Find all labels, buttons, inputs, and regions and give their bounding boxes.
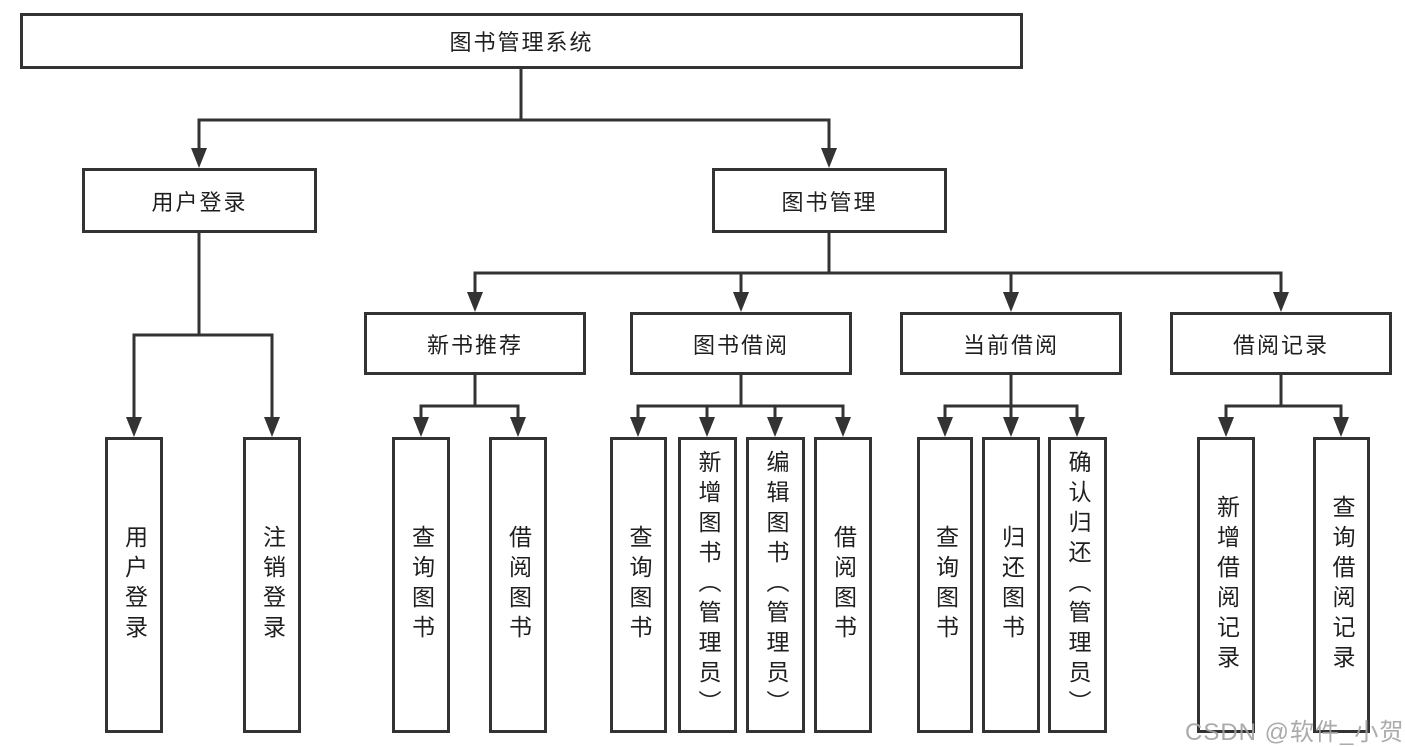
arrowhead-icon bbox=[264, 417, 280, 437]
leaf-confirm-return-admin: 确认归还（管理员） bbox=[1048, 437, 1107, 733]
leaf-query-books-borrow: 查询图书 bbox=[610, 437, 667, 733]
node-label: 图书管理系统 bbox=[449, 30, 594, 55]
leaf-label: 编辑图书（管理员） bbox=[763, 450, 789, 720]
arrowhead-icon bbox=[1069, 417, 1085, 437]
leaf-edit-book-admin: 编辑图书（管理员） bbox=[746, 437, 805, 733]
arrowhead-icon bbox=[1273, 292, 1289, 312]
node-book-management: 图书管理 bbox=[712, 168, 947, 233]
arrowhead-icon bbox=[1333, 417, 1349, 437]
leaf-borrow-books: 借阅图书 bbox=[814, 437, 872, 733]
arrowhead-icon bbox=[767, 417, 783, 437]
arrowhead-icon bbox=[191, 148, 207, 168]
leaf-label: 新增借阅记录 bbox=[1213, 495, 1240, 675]
leaf-logout: 注销登录 bbox=[243, 437, 301, 733]
arrowhead-icon bbox=[1003, 292, 1019, 312]
leaf-label: 查询图书 bbox=[408, 525, 435, 645]
leaf-label: 借阅图书 bbox=[830, 525, 857, 645]
leaf-label: 借阅图书 bbox=[505, 525, 532, 645]
leaf-borrow-books-recommend: 借阅图书 bbox=[489, 437, 547, 733]
arrowhead-icon bbox=[126, 417, 142, 437]
leaf-label: 注销登录 bbox=[259, 525, 286, 645]
leaf-label: 新增图书（管理员） bbox=[695, 450, 721, 720]
leaf-label: 确认归还（管理员） bbox=[1065, 450, 1091, 720]
arrowhead-icon bbox=[835, 417, 851, 437]
arrowhead-icon bbox=[1218, 417, 1234, 437]
node-current-borrowing: 当前借阅 bbox=[900, 312, 1122, 375]
leaf-add-book-admin: 新增图书（管理员） bbox=[678, 437, 737, 733]
node-label: 借阅记录 bbox=[1232, 332, 1329, 358]
leaf-label: 查询借阅记录 bbox=[1329, 495, 1355, 675]
leaf-query-books-recommend: 查询图书 bbox=[392, 437, 450, 733]
node-book-borrowing: 图书借阅 bbox=[630, 312, 852, 375]
leaf-query-borrow-record: 查询借阅记录 bbox=[1313, 437, 1370, 733]
node-library-management-system: 图书管理系统 bbox=[20, 13, 1023, 69]
csdn-watermark: CSDN @软件_小贺同学 bbox=[1185, 719, 1405, 746]
node-label: 图书管理 bbox=[781, 189, 878, 215]
leaf-user-login: 用户登录 bbox=[105, 437, 163, 733]
leaf-label: 用户登录 bbox=[121, 525, 148, 645]
arrowhead-icon bbox=[630, 417, 646, 437]
arrowhead-icon bbox=[467, 292, 483, 312]
arrowhead-icon bbox=[1003, 417, 1019, 437]
node-user-login: 用户登录 bbox=[82, 168, 317, 233]
node-new-book-recommendation: 新书推荐 bbox=[364, 312, 586, 375]
leaf-query-books-current: 查询图书 bbox=[917, 437, 973, 733]
arrowhead-icon bbox=[510, 417, 526, 437]
arrowhead-icon bbox=[937, 417, 953, 437]
node-label: 图书借阅 bbox=[692, 332, 789, 358]
leaf-label: 归还图书 bbox=[998, 525, 1025, 645]
node-label: 新书推荐 bbox=[426, 332, 523, 358]
leaf-return-book: 归还图书 bbox=[982, 437, 1040, 733]
leaf-add-borrow-record: 新增借阅记录 bbox=[1197, 437, 1255, 733]
leaf-label: 查询图书 bbox=[932, 525, 959, 645]
arrowhead-icon bbox=[699, 417, 715, 437]
leaf-label: 查询图书 bbox=[626, 525, 652, 645]
arrowhead-icon bbox=[821, 148, 837, 168]
node-borrowing-records: 借阅记录 bbox=[1170, 312, 1392, 375]
node-label: 当前借阅 bbox=[962, 332, 1059, 358]
arrowhead-icon bbox=[733, 292, 749, 312]
node-label: 用户登录 bbox=[151, 189, 248, 215]
arrowhead-icon bbox=[413, 417, 429, 437]
